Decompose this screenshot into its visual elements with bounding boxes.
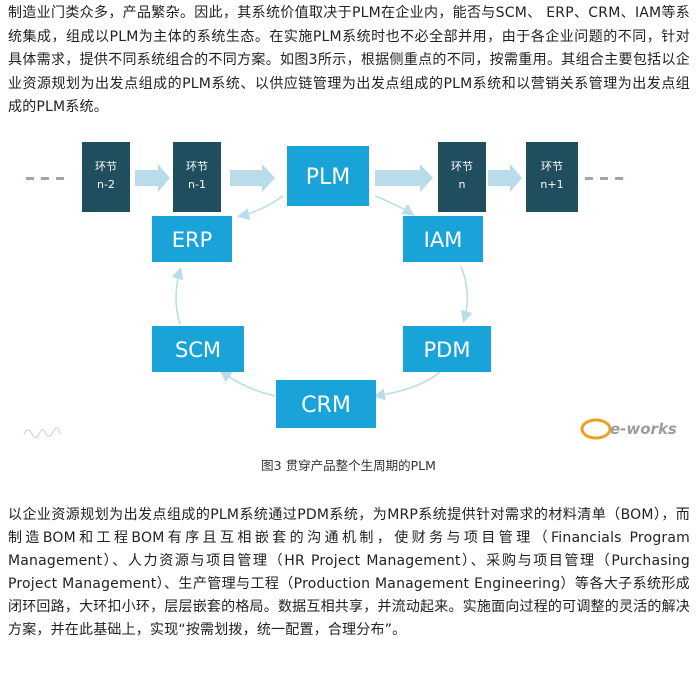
arrow-icon: [135, 164, 170, 192]
svg-text:环节: 环节: [186, 160, 208, 173]
svg-text:n: n: [459, 178, 466, 191]
svg-text:环节: 环节: [451, 160, 473, 173]
pdm-box: PDM: [403, 326, 491, 372]
arrow-icon: [488, 164, 522, 192]
link-box-n-1: 环节 n-1: [173, 142, 221, 212]
svg-text:IAM: IAM: [424, 228, 463, 252]
svg-text:e-works: e-works: [610, 420, 677, 438]
cycle-arrows: [171, 195, 473, 401]
crm-box: CRM: [276, 380, 376, 428]
link-box-n+1: 环节 n+1: [526, 142, 578, 212]
svg-text:ERP: ERP: [172, 228, 213, 252]
svg-text:n-1: n-1: [188, 178, 206, 191]
link-box-n: 环节 n: [438, 142, 486, 212]
svg-text:CRM: CRM: [301, 393, 351, 418]
scm-box: SCM: [152, 326, 244, 372]
svg-text:PLM: PLM: [306, 165, 351, 190]
svg-text:环节: 环节: [95, 160, 117, 173]
plm-box: PLM: [287, 146, 369, 206]
signature-scribble: [23, 427, 61, 439]
svg-text:PDM: PDM: [424, 338, 471, 362]
intro-paragraph: 制造业门类众多，产品繁杂。因此，其系统价值取决于PLM在企业内，能否与SCM、 …: [8, 5, 690, 115]
e-works-logo: e-works: [580, 418, 677, 440]
link-box-n-2: 环节 n-2: [82, 142, 130, 212]
svg-text:环节: 环节: [541, 160, 563, 173]
arrow-icon: [375, 164, 433, 192]
svg-text:n-2: n-2: [97, 178, 115, 191]
erp-box: ERP: [152, 216, 232, 262]
flow-arrows-top: [135, 164, 522, 192]
svg-text:n+1: n+1: [540, 178, 563, 191]
leading-dots: [26, 177, 64, 180]
figure-caption: 图3 贯穿产品整个生周期的PLM: [261, 458, 436, 473]
body-paragraph: 以企业资源规划为出发点组成的PLM系统通过PDM系统，为MRP系统提供针对需求的…: [8, 507, 690, 638]
iam-box: IAM: [403, 216, 483, 262]
plm-lifecycle-diagram: 环节 n-2 环节 n-1 环节 n 环节 n+1 PLM ERP IAM: [23, 142, 677, 440]
arrow-icon: [230, 164, 275, 192]
trailing-dots: [585, 177, 623, 180]
svg-text:SCM: SCM: [175, 338, 221, 362]
